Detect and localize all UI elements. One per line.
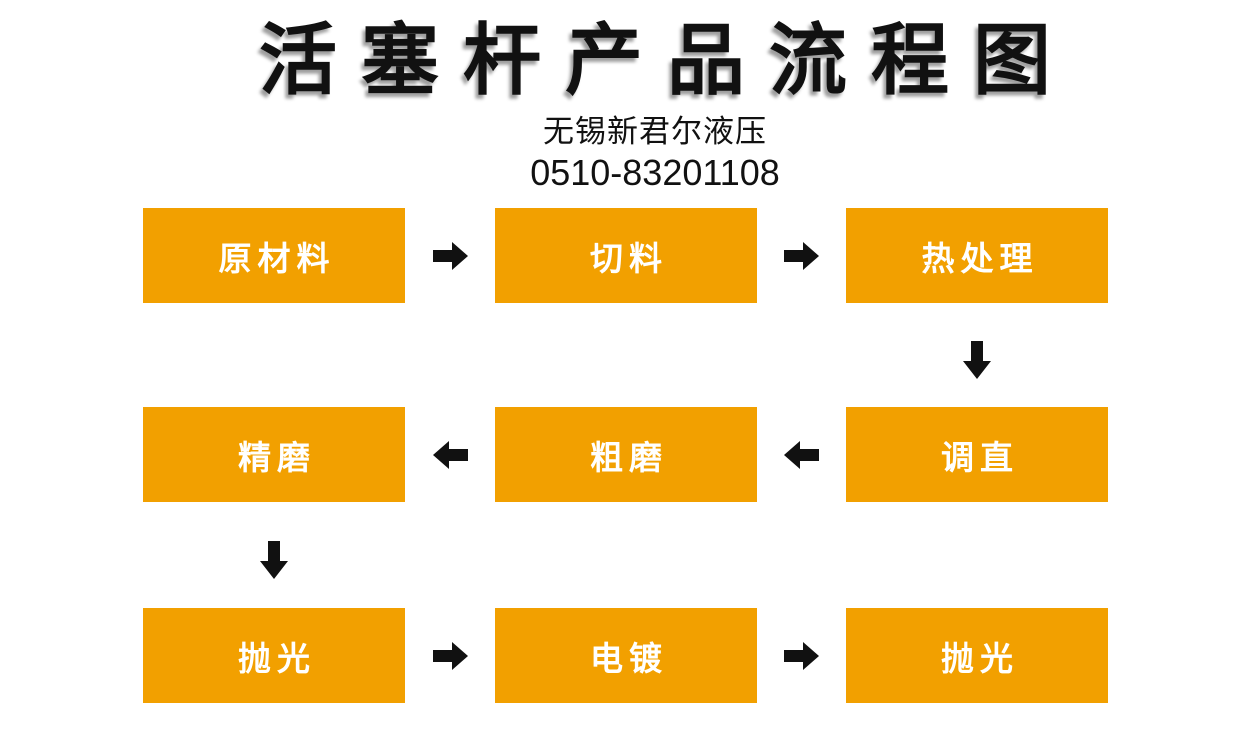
node-label: 调直 (941, 438, 1019, 476)
arrow-down-icon (260, 541, 288, 579)
node-electroplating: 电镀 (495, 608, 757, 703)
node-label: 精磨 (238, 438, 316, 476)
arrow-right-icon (784, 642, 819, 670)
node-fine-grinding: 精磨 (143, 407, 405, 502)
node-label: 抛光 (941, 639, 1019, 677)
node-label: 切料 (590, 239, 668, 277)
arrow-right-icon (433, 242, 468, 270)
node-label: 粗磨 (590, 438, 668, 476)
node-label: 热处理 (921, 239, 1039, 277)
company-name: 无锡新君尔液压 (543, 114, 767, 149)
node-heat-treatment: 热处理 (846, 208, 1108, 303)
node-polishing-2: 抛光 (846, 608, 1108, 703)
phone-number: 0510-83201108 (530, 152, 780, 193)
node-raw-material: 原材料 (143, 208, 405, 303)
arrow-right-icon (433, 642, 468, 670)
page-title: 活塞杆产品流程图 (258, 16, 1075, 104)
arrow-down-icon (963, 341, 991, 379)
node-cutting: 切料 (495, 208, 757, 303)
node-straightening: 调直 (846, 407, 1108, 502)
arrow-right-icon (784, 242, 819, 270)
arrow-left-icon (433, 441, 468, 469)
arrow-left-icon (784, 441, 819, 469)
node-label: 电镀 (590, 639, 668, 677)
header: 活塞杆产品流程图 无锡新君尔液压 0510-83201108 (57, 0, 1253, 194)
node-polishing-1: 抛光 (143, 608, 405, 703)
node-label: 抛光 (238, 639, 316, 677)
node-rough-grinding: 粗磨 (495, 407, 757, 502)
node-label: 原材料 (218, 239, 336, 277)
